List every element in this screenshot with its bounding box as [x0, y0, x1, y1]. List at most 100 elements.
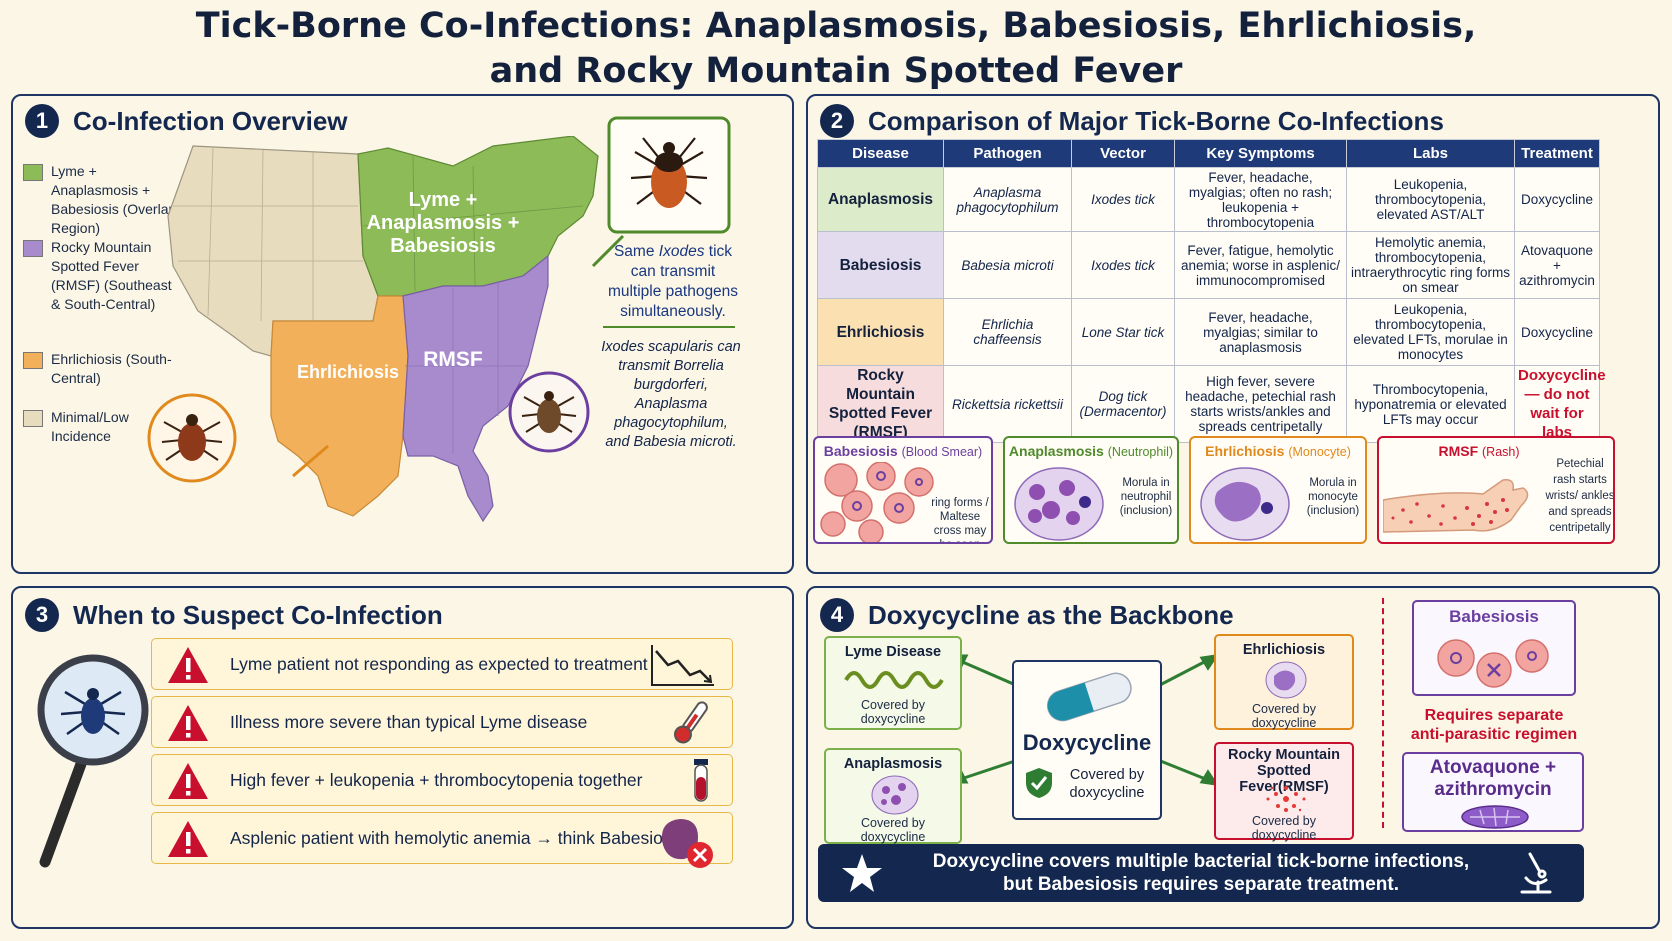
- microscope-icon: [1520, 852, 1552, 894]
- card-caption: ring forms / Maltese cross may be seen: [931, 497, 989, 542]
- banner-line-1: Doxycycline covers multiple bacterial ti…: [932, 851, 1470, 872]
- box-anaplasmosis: Anaplasmosis Covered by doxycycline: [824, 748, 962, 844]
- babesia-rbc-icon: [1437, 639, 1549, 688]
- petechial-rash-image: [1383, 478, 1529, 533]
- map-label-overlap-3: Babesiosis: [390, 235, 496, 257]
- cell-symptoms: High fever, severe headache, petechial r…: [1174, 365, 1347, 443]
- card-ehrlichiosis-monocyte: Ehrlichiosis (Monocyte) Morula in monocy…: [1189, 436, 1367, 544]
- capsule-icon: [1046, 672, 1132, 722]
- box-title: Ehrlichiosis: [1242, 642, 1326, 658]
- warning-text: Asplenic patient with hemolytic anemia →…: [230, 827, 685, 848]
- map-label-overlap-1: Lyme +: [409, 189, 478, 211]
- box-caption: Covered by doxycycline: [1251, 814, 1317, 842]
- us-map: Lyme + Anaplasmosis + Babesiosis RMSF Eh…: [167, 136, 625, 523]
- col-header-disease: Disease: [817, 139, 944, 168]
- babesiosis-note: Requires separate anti-parasitic regimen: [1410, 707, 1578, 743]
- cell-labs: Hemolytic anemia, thrombocytopenia, intr…: [1346, 231, 1515, 299]
- monocyte-morula-image: [1200, 467, 1290, 541]
- map-region-ehrlichiosis: [270, 295, 409, 517]
- summary-banner: Doxycycline covers multiple bacterial ti…: [818, 844, 1584, 902]
- cell-vector: Lone Star tick: [1071, 298, 1175, 366]
- cell-treatment: Atovaquone + azithromycin: [1514, 231, 1600, 299]
- panel-doxycycline-backbone: 4 Doxycycline as the Backbone Lyme Disea…: [806, 586, 1660, 929]
- box-atovaquone: Atovaquone + azithromycin: [1402, 752, 1584, 832]
- comparison-table: Disease Pathogen Vector Key Symptoms Lab…: [817, 139, 1606, 443]
- legend-label: Minimal/Low Incidence: [51, 409, 129, 444]
- table-row: Babesiosis Babesia microti Ixodes tick F…: [817, 231, 1600, 299]
- warning-item: Illness more severe than typical Lyme di…: [151, 696, 733, 748]
- box-caption: Covered by doxycycline: [1251, 702, 1317, 730]
- cell-pathogen: Ehrlichia chaffeensis: [943, 298, 1072, 366]
- panel-1-header: 1 Co-Infection Overview: [25, 104, 348, 138]
- col-header-vector: Vector: [1071, 139, 1175, 168]
- box-lyme-disease: Lyme Disease Covered by doxycycline: [824, 636, 962, 730]
- note-divider: [603, 326, 735, 328]
- legend-swatch-tan: [23, 410, 43, 427]
- panel-4-header: 4 Doxycycline as the Backbone: [820, 598, 1234, 632]
- warning-triangle-icon: [168, 763, 208, 799]
- magnifier-tick-icon: [37, 654, 149, 868]
- blood-tube-icon: [694, 759, 708, 802]
- card-caption: Petechial rash starts wrists/ ankles and…: [1545, 458, 1615, 534]
- panel-4-title: Doxycycline as the Backbone: [868, 599, 1234, 630]
- cell-pathogen: Babesia microti: [943, 231, 1072, 299]
- panel-2-header: 2 Comparison of Major Tick-Borne Co-Infe…: [820, 104, 1444, 138]
- box-babesiosis: Babesiosis: [1412, 600, 1576, 696]
- tick-icon-ehrlichiosis: [147, 393, 237, 483]
- map-region-rmsf: [402, 254, 549, 523]
- spleen-crossed-icon: [661, 819, 713, 868]
- spirochete-icon: [844, 671, 944, 689]
- cell-pathogen: Rickettsia rickettsii: [943, 365, 1072, 443]
- doxycycline-label: Doxycycline: [1022, 730, 1152, 755]
- panel-comparison: 2 Comparison of Major Tick-Borne Co-Infe…: [806, 94, 1660, 574]
- col-header-treatment: Treatment: [1514, 139, 1600, 168]
- cell-labs: Leukopenia, thrombocytopenia, elevated L…: [1346, 298, 1515, 366]
- cell-labs: Thrombocytopenia, hyponatremia or elevat…: [1346, 365, 1515, 443]
- rbc-ring-forms-image: [820, 462, 934, 542]
- card-title: RMSF (Rash): [1379, 443, 1579, 459]
- title-line-2: and Rocky Mountain Spotted Fever: [489, 51, 1183, 91]
- card-caption: Morula in monocyte (inclusion): [1306, 477, 1360, 517]
- box-caption: Covered by doxycycline: [860, 816, 926, 844]
- warning-text: High fever + leukopenia + thrombocytopen…: [230, 769, 643, 790]
- panel-2-number: 2: [820, 104, 854, 138]
- cell-vector: Ixodes tick: [1071, 167, 1175, 232]
- neutrophil-morula-image: [1014, 467, 1104, 541]
- rash-dots-icon: [1266, 786, 1306, 812]
- map-label-ehrlichiosis: Ehrlichiosis: [297, 362, 399, 382]
- doxycycline-center: Doxycycline Covered by doxycycline: [1012, 660, 1162, 820]
- cell-labs: Leukopenia, thrombocytopenia, elevated A…: [1346, 167, 1515, 232]
- warning-text: Lyme patient not responding as expected …: [230, 653, 648, 674]
- ehrlichia-cell-icon: [1265, 661, 1307, 699]
- card-title: Ehrlichiosis (Monocyte): [1191, 443, 1365, 459]
- card-rmsf-rash: RMSF (Rash) Petechial rash starts wrists…: [1377, 436, 1615, 544]
- cell-treatment: Doxycycline: [1514, 298, 1600, 366]
- panel-1-number: 1: [25, 104, 59, 138]
- panel-4-number: 4: [820, 598, 854, 632]
- table-row: Ehrlichiosis Ehrlichia chaffeensis Lone …: [817, 298, 1600, 366]
- warning-item: Asplenic patient with hemolytic anemia →…: [151, 812, 733, 868]
- box-title: Babesiosis: [1449, 607, 1539, 626]
- banner-line-2: but Babesiosis requires separate treatme…: [1003, 874, 1399, 895]
- legend-label: Ehrlichiosis (South-Central): [51, 351, 172, 386]
- cell-symptoms: Fever, headache, myalgias; similar to an…: [1174, 298, 1347, 366]
- legend-label: Lyme + Anaplasmosis + Babesiosis (Overla…: [51, 163, 177, 236]
- cell-vector: Dog tick (Dermacentor): [1071, 365, 1175, 443]
- col-header-symptoms: Key Symptoms: [1174, 139, 1347, 168]
- col-header-pathogen: Pathogen: [943, 139, 1072, 168]
- cell-treatment: Doxycycline: [1514, 167, 1600, 232]
- card-title-main: Ehrlichiosis: [1205, 443, 1285, 459]
- legend-label: Rocky Mountain Spotted Fever (RMSF) (Sou…: [51, 239, 172, 312]
- cell-disease: Rocky Mountain Spotted Fever (RMSF): [817, 365, 944, 443]
- declining-chart-icon: [651, 645, 714, 686]
- cell-pathogen: Anaplasma phagocytophilum: [943, 167, 1072, 232]
- warning-text: Illness more severe than typical Lyme di…: [230, 711, 588, 732]
- box-rmsf: Rocky Mountain Spotted Fever(RMSF) Cover…: [1214, 742, 1354, 842]
- cell-disease: Anaplasmosis: [817, 167, 944, 232]
- warning-triangle-icon: [168, 647, 208, 683]
- legend-swatch-orange: [23, 352, 43, 369]
- cell-symptoms: Fever, headache, myalgias; often no rash…: [1174, 167, 1347, 232]
- cell-disease: Babesiosis: [817, 231, 944, 299]
- legend-item-minimal: Minimal/Low Incidence: [23, 408, 181, 446]
- table-row: Rocky Mountain Spotted Fever (RMSF) Rick…: [817, 365, 1606, 443]
